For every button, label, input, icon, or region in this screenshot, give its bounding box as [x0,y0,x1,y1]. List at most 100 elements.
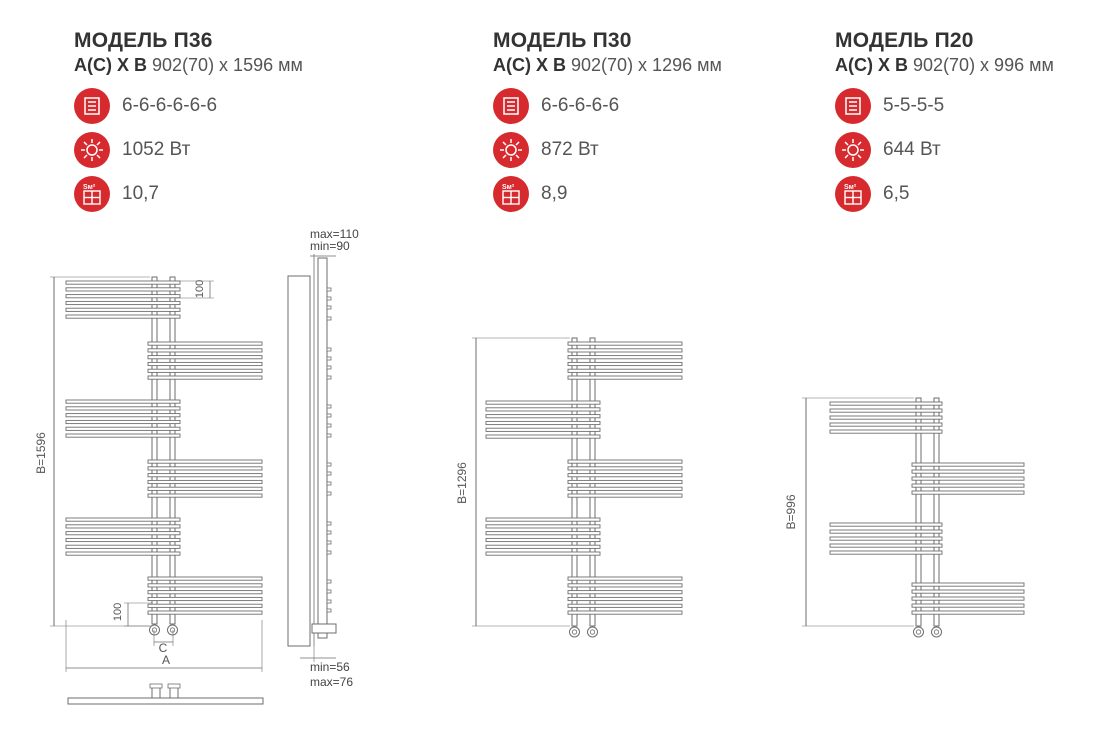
towel-rail [567,375,683,380]
model-title: МОДЕЛЬ П36 [74,29,213,52]
side-top-min-label: min=90 [310,239,350,253]
area-icon-label: Sм² [844,184,857,191]
riser-side [317,257,328,639]
drawing-p20 [802,397,1025,638]
towel-rail [829,408,943,413]
sections-value: 6-6-6-6-6 [541,95,620,116]
model-p20-info: МОДЕЛЬ П20 А(С) Х В 902(70) х 996 мм 5-5… [835,28,1054,216]
towel-rail [485,407,601,412]
towel-rail [567,473,683,478]
rail-end [326,589,332,594]
towel-rail [65,294,181,299]
towel-rail [65,433,181,438]
towel-rail [65,300,181,306]
spec-power: 644 Вт [835,128,1054,172]
towel-rail [567,590,683,595]
wall-plate [287,275,311,647]
towel-rail [147,348,263,353]
valve-core [571,629,578,635]
drawing-top-view [67,683,264,705]
valve-fitting [569,626,580,638]
model-p36-info: МОДЕЛЬ П36 А(С) Х В 902(70) х 1596 мм 6-… [74,28,303,216]
towel-rail [485,524,601,529]
towel-rail [911,476,1025,481]
rail-end [326,413,332,418]
towel-rail [147,486,263,491]
power-value: 872 Вт [541,139,599,160]
rail-end [326,356,332,361]
rail-end [326,305,332,310]
power-value: 644 Вт [883,139,941,160]
rail-end [326,316,332,321]
towel-rail [65,551,181,556]
towel-rail [147,590,263,595]
model-dims: А(С) Х В 902(70) х 1596 мм [74,54,303,76]
towel-rail [829,429,943,434]
room-area-icon: Sм² [493,176,529,212]
valve-fitting [587,626,598,638]
sun-heat-icon [493,132,529,168]
towel-rail [65,419,181,425]
spec-area: Sм² 8,9 [493,172,722,216]
towel-rail [567,341,683,346]
rail-end [326,491,332,496]
towel-rail [567,348,683,353]
rail-end [326,404,332,409]
rail-end [326,287,332,292]
spec-power: 872 Вт [493,128,722,172]
riser-post [915,397,922,627]
towel-rail [911,490,1025,495]
towel-rail [567,610,683,615]
p36-spacing-bottom-label: 100 [112,603,124,621]
towel-rail [567,583,683,588]
spec-area: Sм² 10,7 [74,172,303,216]
rail-end [326,296,332,301]
towel-rail [567,486,683,491]
towel-rail [485,400,601,405]
rail-end [326,599,332,604]
towel-rail [485,551,601,556]
towel-rail [567,479,683,485]
room-area-icon: Sм² [74,176,110,212]
p36-height-label: B=1596 [34,432,48,474]
rail-end [326,347,332,352]
towel-rail [485,420,601,426]
towel-rail [567,368,683,373]
area-icon-label: Sм² [83,184,96,191]
towel-rail [829,543,943,548]
p30-height-label: B=1296 [455,462,469,504]
towel-rail [147,473,263,478]
towel-rail [567,596,683,602]
dims-value: 902(70) х 996 мм [913,55,1054,75]
room-area-icon: Sм² [835,176,871,212]
rail-end [326,471,332,476]
area-value: 10,7 [122,183,159,204]
towel-rail [65,413,181,418]
towel-rail [65,399,181,404]
radiator-sections-icon [835,88,871,124]
dims-label: А(С) Х В [74,55,147,75]
rail-end [326,423,332,428]
p36-a-label: A [162,653,170,667]
towel-rail [147,493,263,498]
towel-rail [65,524,181,529]
towel-rail [65,426,181,431]
valve-fitting [167,624,178,636]
p20-height-label: B=996 [784,494,798,529]
towel-rail [567,603,683,608]
towel-rail [485,427,601,432]
valve-core [933,629,940,635]
towel-rail [147,459,263,464]
towel-rail [147,466,263,471]
p36-spacing-top-label: 100 [194,280,206,298]
spec-sections: 6-6-6-6-6 [493,84,722,128]
valve-cap-top-view [149,683,163,689]
towel-rail [485,531,601,536]
towel-rail [147,596,263,602]
towel-rail [911,582,1025,587]
towel-rail [65,537,181,543]
towel-rail [567,493,683,498]
towel-rail [65,287,181,292]
towel-rail [829,401,943,406]
